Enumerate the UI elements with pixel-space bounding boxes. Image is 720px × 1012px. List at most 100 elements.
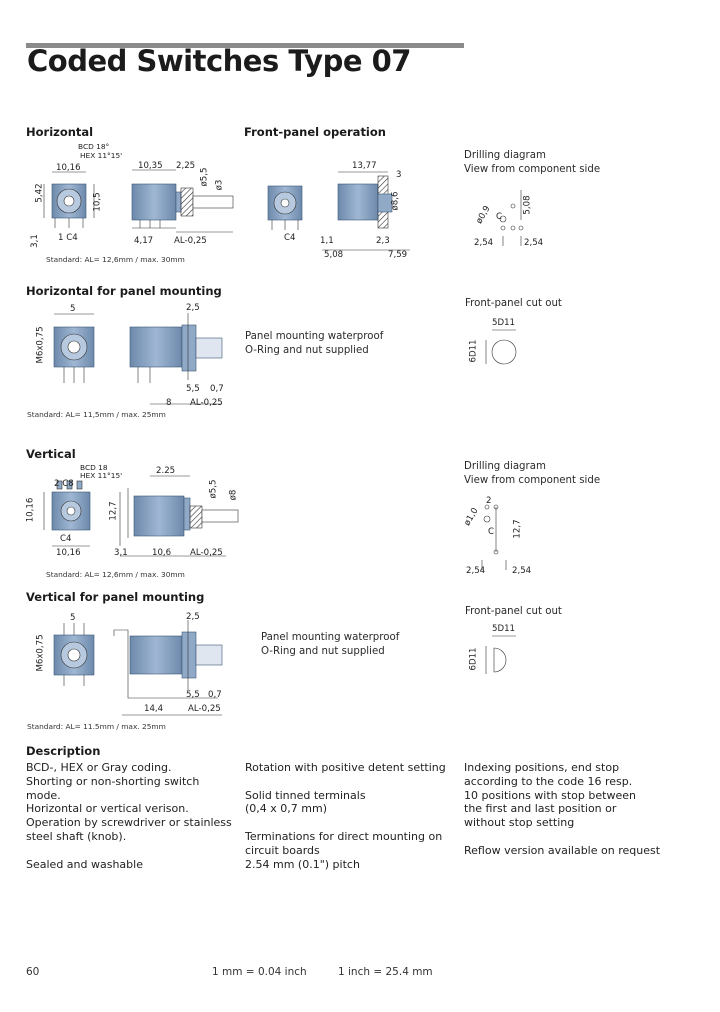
description-column-2: Rotation with positive detent setting So… — [245, 761, 446, 871]
desc-line: the first and last position or — [464, 802, 617, 816]
dim-f-11: 1,1 — [320, 236, 334, 246]
dim-v-c4: C4 — [60, 534, 72, 544]
panel-mounting-note-2: Panel mounting waterproof O-Ring and nut… — [261, 632, 400, 657]
desc-line: BCD-, HEX or Gray coding. — [26, 761, 172, 774]
dim-h-hex: HEX 11°15' — [80, 151, 123, 160]
dim-vp-5: 5 — [70, 613, 76, 623]
heading-horizontal-panel: Horizontal for panel mounting — [26, 284, 222, 298]
dim-f-1377: 13,77 — [352, 161, 377, 171]
horizontal-panel-front-view — [53, 313, 95, 383]
dim-hp-m6: M6x0,75 — [35, 326, 46, 364]
dim-vp-144: 14,4 — [144, 704, 164, 714]
dim-vp-m6: M6x0,75 — [35, 634, 46, 672]
desc-line: mode. — [26, 788, 61, 802]
desc-line: Shorting or non-shorting switch — [26, 774, 200, 788]
dim-h-d3: ø3 — [214, 179, 225, 191]
desc-line: Reflow version available on request — [464, 843, 661, 857]
conversion-mm: 1 mm = 0.04 inch — [212, 966, 307, 978]
dim-v-1016b: 10,16 — [56, 548, 81, 558]
desc-line: steel shaft (knob). — [26, 829, 127, 843]
dim-hp-25: 2,5 — [186, 303, 200, 313]
horizontal-panel-side-view — [129, 313, 223, 405]
dim-v-225: 2.25 — [156, 466, 176, 476]
drilling-diagram-label-2: Drilling diagram — [464, 461, 546, 472]
standard-note-3: Standard: AL= 12,6mm / max. 30mm — [46, 570, 185, 579]
desc-line: Sealed and washable — [26, 857, 143, 871]
dim-c2-6d11: 6D11 — [468, 647, 479, 671]
title-rule — [26, 43, 464, 48]
cutout-label-2: Front-panel cut out — [465, 606, 562, 617]
standard-note-1: Standard: AL= 12,6mm / max. 30mm — [46, 255, 185, 264]
vertical-panel-side-view — [113, 620, 223, 716]
dim-d2-254a: 2,54 — [466, 566, 486, 576]
desc-gap — [245, 775, 446, 789]
conversion-inch: 1 inch = 25.4 mm — [338, 966, 433, 978]
standard-note-4: Standard: AL= 11.5mm / max. 25mm — [27, 722, 166, 731]
desc-line: Horizontal or vertical verison. — [26, 802, 189, 816]
dim-h-417: 4,17 — [134, 236, 154, 246]
dim-hp-8: 8 — [166, 398, 172, 408]
dim-d2-2: 2 — [486, 496, 492, 506]
description-column-3: Indexing positions, end stop according t… — [464, 761, 660, 858]
dim-d1-508: 5,08 — [522, 195, 533, 215]
dim-h-al: AL-0,25 — [174, 236, 207, 246]
heading-vertical: Vertical — [26, 447, 76, 461]
desc-line: Operation by screwdriver or stainless — [26, 816, 232, 830]
dim-h-105: 10,5 — [92, 192, 103, 212]
dim-f-759: 7,59 — [388, 250, 408, 260]
dim-v-al: AL-0,25 — [190, 548, 223, 558]
dim-v-127: 12,7 — [108, 501, 119, 521]
dim-h-542: 5,42 — [34, 183, 45, 203]
desc-line: Indexing positions, end stop — [464, 761, 620, 774]
dim-v-hex: HEX 11°15' — [80, 471, 123, 480]
desc-gap — [26, 844, 232, 858]
dim-d2-254b: 2,54 — [512, 566, 532, 576]
dim-c1-6d11: 6D11 — [468, 339, 479, 363]
dim-v-106: 10,6 — [152, 548, 172, 558]
dim-h-d55: ø5,5 — [199, 167, 210, 187]
dim-c2-5d11: 5D11 — [492, 624, 516, 634]
dim-f-d86: ø8,6 — [390, 191, 401, 211]
dim-h-bcd: BCD 18° — [78, 142, 110, 151]
dim-v-1016a: 10,16 — [25, 497, 36, 523]
page-title: Coded Switches Type 07 — [27, 44, 411, 78]
dim-v-d55: ø5,5 — [208, 479, 219, 499]
dim-d2-c: C — [488, 527, 495, 537]
desc-line: according to the code 16 resp. — [464, 774, 633, 788]
drilling-diagram-1 — [499, 190, 524, 246]
desc-gap — [464, 830, 660, 844]
dim-d1-c: C — [496, 212, 503, 222]
drilling-view-label-2: View from component side — [464, 475, 601, 486]
dim-h-31: 3,1 — [29, 234, 40, 248]
desc-line: 2.54 mm (0.1") pitch — [245, 857, 360, 871]
dim-h-1035: 10,35 — [138, 161, 163, 171]
cutout-diagram-1 — [485, 329, 517, 365]
dim-d2-127: 12,7 — [512, 519, 523, 539]
dim-hp-5: 5 — [70, 304, 76, 314]
dim-f-3: 3 — [396, 170, 402, 180]
heading-vertical-panel: Vertical for panel mounting — [26, 590, 205, 604]
dim-h-1c4: 1 C4 — [58, 233, 78, 243]
cutout-diagram-2 — [485, 635, 516, 674]
desc-line: Terminations for direct mounting on — [245, 829, 443, 843]
vertical-top-view — [43, 480, 91, 547]
desc-line: Solid tinned terminals — [245, 788, 366, 802]
heading-front-panel: Front-panel operation — [244, 125, 386, 139]
dim-v-d8: ø8 — [228, 489, 239, 501]
panel-mounting-note-1: Panel mounting waterproof O-Ring and nut… — [245, 331, 384, 356]
dim-vp-al: AL-0,25 — [188, 704, 221, 714]
dim-v-31: 3,1 — [114, 548, 128, 558]
dim-f-508: 5,08 — [324, 250, 344, 260]
dim-vp-25: 2,5 — [186, 612, 200, 622]
dim-d1-254b: 2,54 — [524, 238, 544, 248]
dim-v-bcd: BCD 18 — [80, 463, 108, 472]
drilling-view-label-1: View from component side — [464, 164, 601, 175]
cutout-label-1: Front-panel cut out — [465, 298, 562, 309]
description-column-1: BCD-, HEX or Gray coding. Shorting or no… — [26, 761, 232, 871]
dim-hp-al: AL-0,25 — [190, 398, 223, 408]
horizontal-top-view — [43, 171, 95, 228]
page-number: 60 — [26, 966, 40, 978]
dim-d1-254a: 2,54 — [474, 238, 494, 248]
desc-line: 10 positions with stop between — [464, 788, 636, 802]
